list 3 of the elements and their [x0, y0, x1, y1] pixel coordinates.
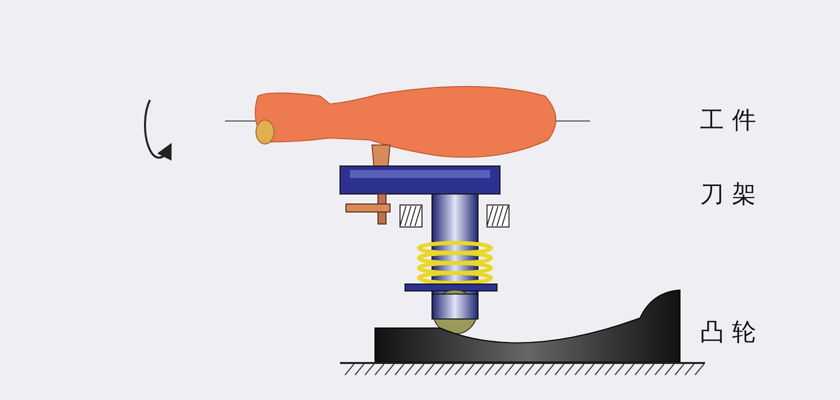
- part-label: 凸轮: [700, 317, 764, 348]
- part-label: 刀架: [700, 179, 764, 210]
- part-label: 工件: [700, 105, 764, 136]
